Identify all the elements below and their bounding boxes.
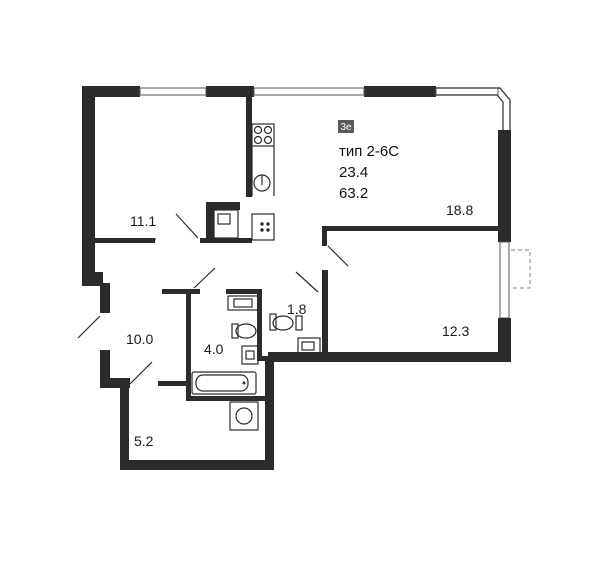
room-area-bedroom-2: 12.3: [442, 323, 469, 339]
room-area-bedroom-1: 11.1: [130, 213, 156, 229]
room-labels: 11.1 18.8 12.3 10.0 4.0 1.8 5.2: [126, 202, 473, 449]
room-area-bathroom: 4.0: [204, 341, 224, 357]
kitchen-sink-icon: [253, 174, 271, 192]
wc-sink-icon: [297, 337, 321, 355]
cooktop-icon: [251, 123, 275, 147]
room-area-storage: 5.2: [134, 433, 154, 449]
washing-machine-icon: [229, 401, 259, 431]
toilet-icon: [231, 323, 257, 339]
apartment-type: тип 2-6С: [339, 143, 399, 160]
room-area-hallway: 10.0: [126, 331, 153, 347]
living-area: 23.4: [339, 164, 368, 181]
bathtub-icon: [191, 371, 257, 395]
sink-icon: [241, 345, 259, 365]
doors: [77, 213, 349, 385]
room-area-toilet: 1.8: [287, 301, 307, 317]
fixtures: [191, 123, 321, 431]
interior-walls: [94, 97, 498, 401]
plan-info: 3е тип 2-6С 23.4 63.2: [338, 120, 399, 202]
exterior-walls: [82, 86, 531, 470]
room-area-living-kitchen: 18.8: [446, 202, 473, 218]
total-area: 63.2: [339, 185, 368, 202]
wc-icon: [269, 313, 303, 331]
floor-badge-text: 3е: [340, 122, 352, 133]
washbasin-icon: [227, 295, 259, 311]
floor-badge: [338, 120, 354, 133]
oven-icon: [251, 213, 275, 241]
